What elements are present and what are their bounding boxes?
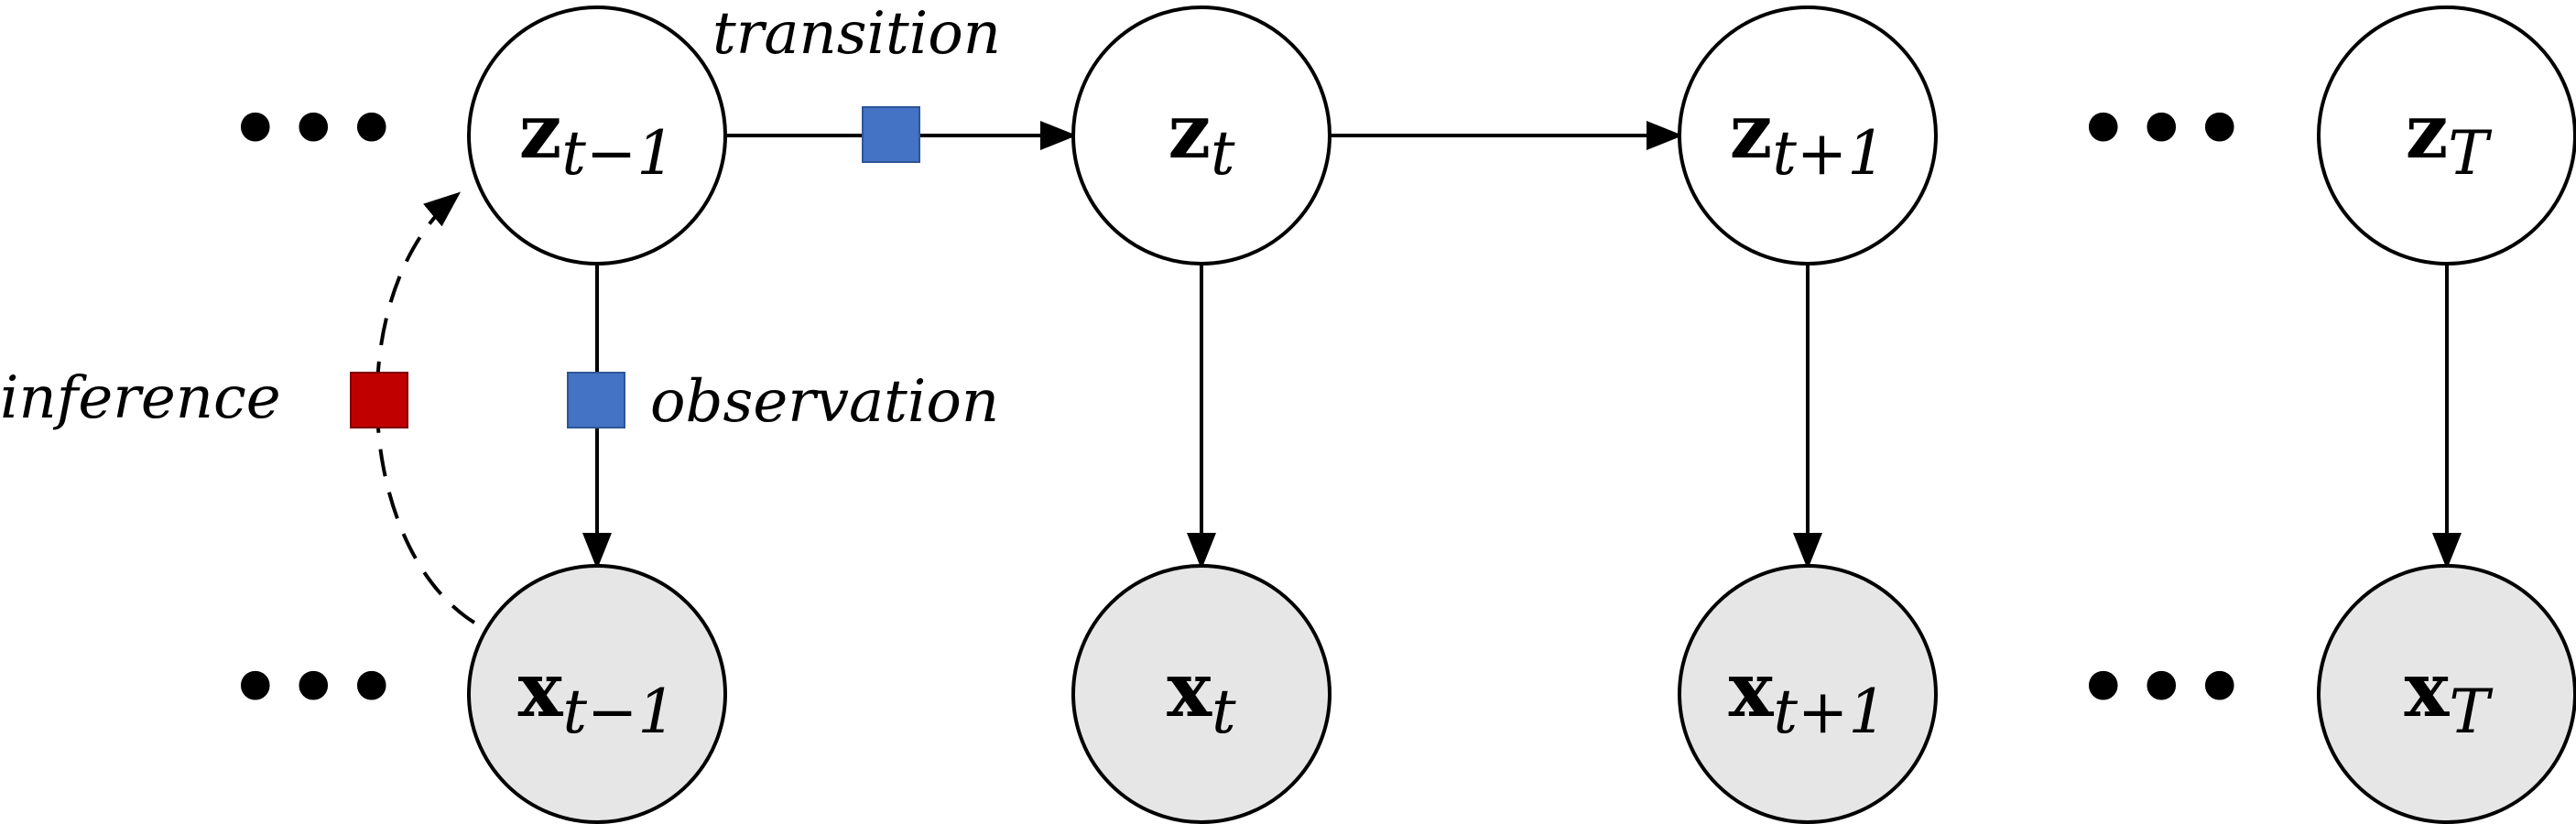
- svg-text:xt: xt: [1167, 646, 1236, 747]
- svg-text:zt−1: zt−1: [519, 88, 675, 189]
- ellipsis-top-left: •••: [229, 81, 404, 178]
- svg-text:xt−1: xt−1: [518, 646, 677, 747]
- svg-text:zt+1: zt+1: [1730, 88, 1886, 189]
- svg-text:xT: xT: [2405, 646, 2494, 747]
- transition-param-square: [862, 106, 920, 163]
- latent-node-z-t: zt: [1071, 5, 1331, 266]
- observed-node-x-t-plus-1: xt+1: [1678, 564, 1938, 824]
- inference-label: inference: [0, 364, 281, 432]
- observed-node-x-t: xt: [1071, 564, 1331, 824]
- svg-text:zT: zT: [2406, 88, 2494, 189]
- observed-node-x-t-minus-1: xt−1: [467, 564, 727, 824]
- observation-param-square: [567, 372, 625, 428]
- latent-node-z-t-minus-1: zt−1: [467, 5, 727, 266]
- svg-text:zt: zt: [1168, 88, 1235, 189]
- ellipsis-bottom-right: •••: [2077, 640, 2252, 736]
- transition-label: transition: [712, 0, 1001, 68]
- latent-node-z-T: zT: [2317, 5, 2576, 266]
- inference-param-square: [350, 372, 408, 428]
- observation-label: observation: [650, 368, 999, 436]
- latent-node-z-t-plus-1: zt+1: [1678, 5, 1938, 266]
- svg-text:xt+1: xt+1: [1729, 646, 1887, 747]
- observed-node-x-T: xT: [2317, 564, 2576, 824]
- ellipsis-top-right: •••: [2077, 81, 2252, 178]
- ellipsis-bottom-left: •••: [229, 640, 404, 736]
